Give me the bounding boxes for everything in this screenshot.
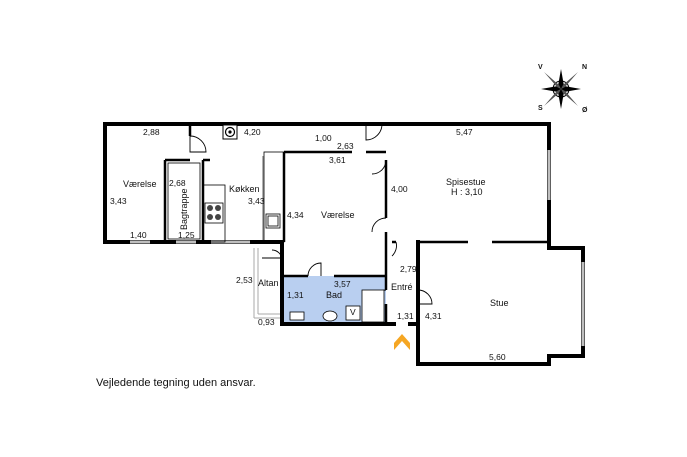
dimension-label: 1,31 [397,311,414,321]
dimension-label: 5,47 [456,127,473,137]
entrance-arrow-icon [394,334,410,350]
dimension-label: 2,53 [236,275,253,285]
dimension-label: 3,57 [334,279,351,289]
compass-east-label: Ø [582,107,588,114]
disclaimer-text: Vejledende tegning uden ansvar. [96,377,256,389]
dimension-label: 3,43 [248,196,265,206]
washbasin-icon [322,310,338,322]
room-label-koekken: Køkken [229,184,260,194]
dimension-label: 3,61 [329,155,346,165]
dimension-label: 1,25 [178,230,195,240]
bathroom-fixtures [289,289,385,323]
dimension-label: 4,34 [287,210,304,220]
boiler-icon [222,124,238,140]
kitchen-sink-icon [265,213,281,229]
ventilation-mark: V [350,307,356,317]
dimension-label: 1,40 [130,230,147,240]
door-swings [189,123,433,305]
kitchen-counter [202,151,285,243]
dimension-label: 4,00 [391,184,408,194]
compass-west-label: V [538,64,543,71]
dimension-label: 2,68 [169,178,186,188]
compass-south-label: S [538,105,543,112]
dimension-label: 0,93 [258,317,275,327]
room-label-bad: Bad [326,290,343,300]
dimension-label: 2,79 [400,264,417,274]
dimension-label: 1,00 [315,133,332,143]
room-label-vaerelse-left: Værelse [123,179,157,189]
compass-icon [541,69,581,109]
dimension-label: 2,88 [143,127,160,137]
dimension-label: 1,31 [287,290,304,300]
dimension-label: 2,63 [337,141,354,151]
dimension-label: 5,60 [489,352,506,362]
room-label-stue: Stue [490,298,509,308]
room-label-altan: Altan [258,278,279,288]
back-stairs [167,162,201,240]
shower-icon [361,289,385,323]
compass-north-label: N [582,64,588,71]
balcony-outline [253,248,282,319]
room-label-bagtrappe: Bagtrappe [179,188,189,230]
dimension-label: 4,31 [425,311,442,321]
room-height-label: H : 3,10 [451,187,483,197]
room-label-spisestue: Spisestue [446,177,486,187]
dimension-label: 3,43 [110,196,127,206]
room-label-entre: Entré [391,282,413,292]
stove-burners-icon [204,202,224,224]
toilet-icon [289,311,305,321]
dimension-label: 4,20 [244,127,261,137]
room-label-vaerelse-mid: Værelse [321,210,355,220]
